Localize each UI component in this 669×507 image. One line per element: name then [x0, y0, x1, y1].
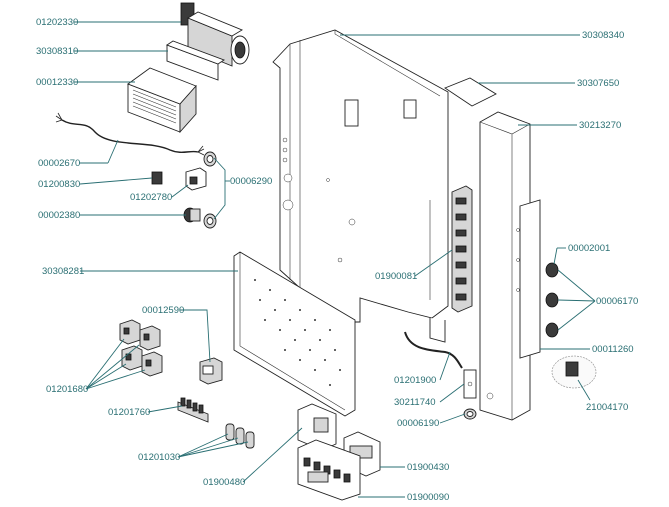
front-panel-part	[233, 251, 356, 417]
label-00002380: 00002380	[38, 210, 80, 221]
grommet-lower-part	[203, 213, 217, 229]
label-30211740: 30211740	[394, 397, 436, 408]
main-pcb-part	[297, 439, 361, 501]
label-00002001: 00002001	[568, 243, 610, 254]
label-01201900: 01201900	[394, 375, 436, 386]
cable-part	[55, 112, 205, 156]
grommet-upper-part	[203, 151, 217, 167]
leader-lines	[74, 21, 596, 498]
label-30213270: 30213270	[579, 120, 621, 131]
label-00012330: 00012330	[36, 77, 78, 88]
label-00006190: 00006190	[397, 418, 439, 429]
cover-plate-part	[444, 77, 497, 107]
label-00006170: 00006170	[596, 296, 638, 307]
knob-middle-part	[545, 292, 559, 308]
fuses-part	[225, 423, 255, 449]
label-00006290: 00006290	[230, 176, 272, 187]
fan-motor-part	[180, 2, 250, 67]
part-labels: 01202330 30308310 00012330 00002670 0120…	[36, 17, 638, 503]
louver-grille-part	[127, 67, 197, 134]
main-housing-part	[272, 29, 449, 343]
mounting-bracket-part	[463, 369, 477, 399]
fan-bracket-part	[166, 40, 225, 81]
label-21004170: 21004170	[586, 402, 628, 413]
label-00011260: 00011260	[592, 344, 634, 355]
label-01202780: 01202780	[130, 192, 172, 203]
terminal-strip-part	[451, 185, 473, 313]
label-01201030: 01201030	[138, 452, 180, 463]
contactor-part	[199, 357, 223, 385]
grommet-small-part	[463, 408, 477, 420]
label-30308340: 30308340	[582, 30, 624, 41]
switch-part	[151, 171, 163, 185]
label-30308310: 30308310	[36, 46, 78, 57]
sensor-lead-part	[404, 331, 463, 369]
label-01900480: 01900480	[203, 477, 245, 488]
label-01900081: 01900081	[375, 271, 417, 282]
terminal-block-part	[177, 397, 209, 423]
label-01201760: 01201760	[108, 407, 150, 418]
label-01200830: 01200830	[38, 179, 80, 190]
relay-part	[185, 167, 207, 191]
label-30307650: 30307650	[577, 78, 619, 89]
knob-bottom-part	[545, 322, 559, 338]
side-column-part	[479, 111, 541, 421]
knob-top-part	[545, 262, 559, 278]
connector-part	[183, 207, 201, 223]
label-01201680: 01201680	[46, 384, 88, 395]
label-30308281: 30308281	[42, 266, 84, 277]
label-00002670: 00002670	[38, 158, 80, 169]
label-01900090: 01900090	[407, 492, 449, 503]
label-00012590: 00012590	[142, 305, 184, 316]
label-01202330: 01202330	[36, 17, 78, 28]
fuse-holder-group	[119, 319, 163, 377]
label-01900430: 01900430	[407, 462, 449, 473]
thermostat-part	[551, 355, 597, 389]
control-board-part	[297, 403, 337, 451]
